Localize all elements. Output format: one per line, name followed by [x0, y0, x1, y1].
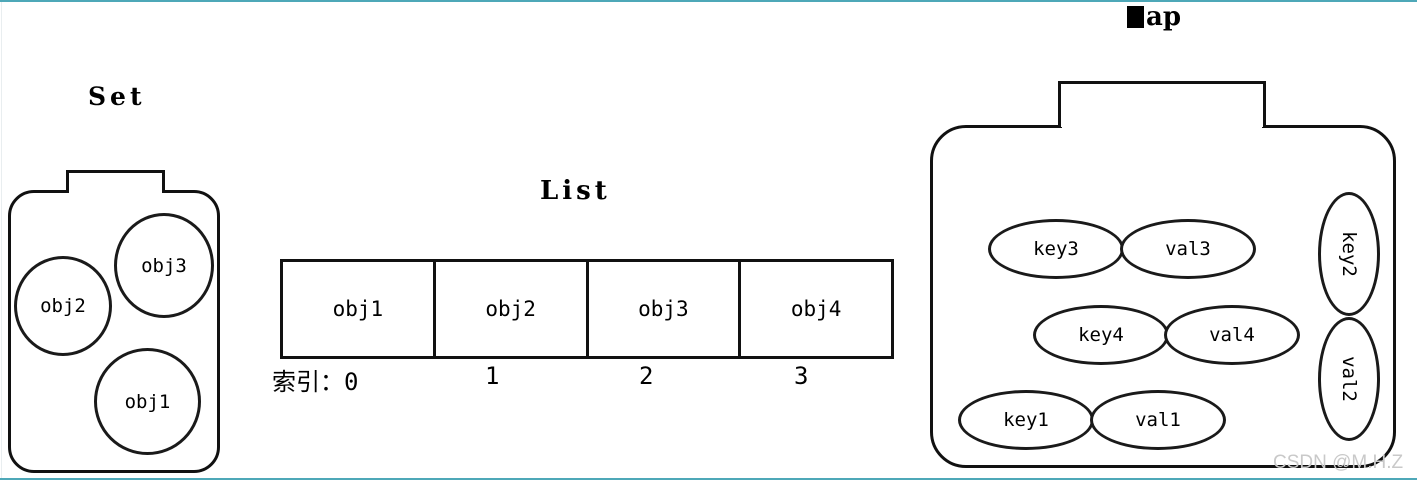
- list-cell[interactable]: obj4: [790, 297, 842, 321]
- list-title: List: [540, 176, 611, 206]
- list-cell[interactable]: obj2: [436, 262, 589, 356]
- set-item-label: obj1: [124, 390, 171, 413]
- list-index-label: 2: [639, 362, 654, 390]
- map-key-label: key3: [1033, 238, 1079, 260]
- map-container-tab: [1058, 81, 1266, 127]
- map-key-ellipse[interactable]: key1: [958, 390, 1094, 450]
- left-edge-line: [1, 2, 2, 478]
- list-cell[interactable]: obj1: [283, 262, 436, 356]
- set-tab-seam-mask: [70, 188, 161, 194]
- map-value-ellipse[interactable]: val1: [1090, 390, 1226, 450]
- watermark: CSDN @M.H.Z: [1273, 452, 1404, 473]
- map-value-label: val3: [1165, 238, 1211, 260]
- list-table: obj1 obj2 obj3 obj4: [280, 259, 894, 359]
- map-key-ellipse[interactable]: key3: [988, 219, 1124, 279]
- list-index-label: 索引：0: [272, 368, 359, 396]
- map-key-label: key4: [1078, 324, 1124, 346]
- map-value-label: val1: [1135, 409, 1181, 431]
- map-value-label: val4: [1209, 324, 1255, 346]
- set-item-circle[interactable]: obj2: [14, 256, 112, 356]
- map-value-ellipse[interactable]: val3: [1120, 219, 1256, 279]
- missing-glyph-icon: [1127, 6, 1144, 28]
- map-key-label: key1: [1003, 409, 1049, 431]
- set-item-circle[interactable]: obj1: [94, 348, 201, 455]
- map-key-label: key2: [1337, 231, 1360, 277]
- set-container-tab: [66, 170, 165, 193]
- set-item-circle[interactable]: obj3: [114, 213, 214, 318]
- bottom-divider: [0, 478, 1417, 480]
- map-tab-seam-mask: [1062, 122, 1262, 129]
- map-title: ap: [1127, 2, 1181, 32]
- map-value-ellipse-vertical[interactable]: val2: [1318, 317, 1380, 441]
- list-index-label: 3: [794, 362, 809, 390]
- set-item-label: obj3: [141, 254, 187, 277]
- map-key-ellipse[interactable]: key4: [1033, 305, 1169, 365]
- top-divider: [0, 0, 1417, 2]
- map-value-label: val2: [1337, 356, 1360, 402]
- set-item-label: obj2: [40, 295, 86, 317]
- map-key-ellipse-vertical[interactable]: key2: [1318, 192, 1380, 316]
- set-title: Set: [88, 82, 146, 111]
- map-title-rest: ap: [1146, 2, 1182, 32]
- list-index-label: 1: [485, 362, 500, 390]
- list-cell[interactable]: obj3: [589, 262, 742, 356]
- map-value-ellipse[interactable]: val4: [1164, 305, 1300, 365]
- list-index-row: 索引：0 1 2 3: [272, 362, 898, 396]
